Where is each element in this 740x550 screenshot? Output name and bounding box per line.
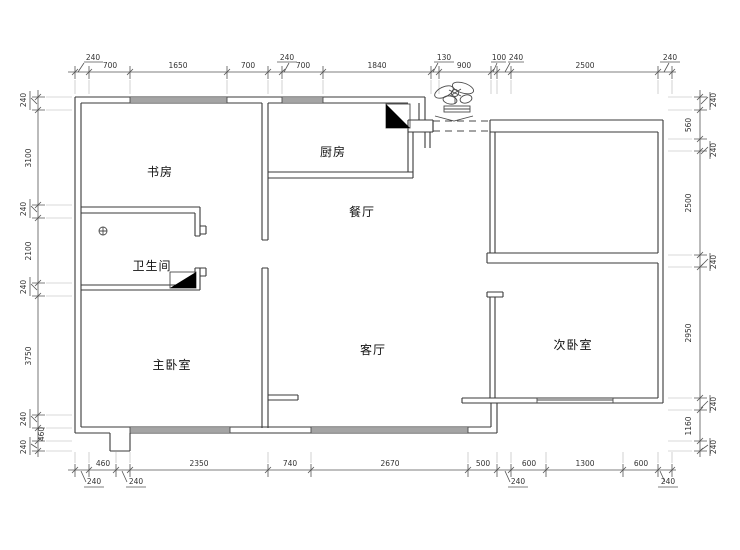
dimension-chain-top: 240 700 1650 700 240 700 1840 130 900 10… bbox=[68, 53, 680, 79]
dim-label: 240 bbox=[709, 93, 718, 108]
dim-label: 1160 bbox=[684, 416, 693, 435]
dim-label: 740 bbox=[283, 459, 298, 468]
dim-label: 240 bbox=[19, 412, 28, 427]
room-label-study: 书房 bbox=[147, 164, 173, 179]
dim-label: 240 bbox=[19, 93, 28, 108]
entry-plant-icon bbox=[434, 81, 475, 105]
dim-label: 240 bbox=[129, 477, 144, 486]
dim-label: 240 bbox=[87, 477, 102, 486]
room-label-bathroom: 卫生间 bbox=[132, 259, 171, 273]
dim-label: 130 bbox=[437, 53, 452, 62]
dim-label: 1840 bbox=[367, 61, 386, 70]
living-room-window bbox=[310, 427, 469, 433]
dim-label: 240 bbox=[280, 53, 295, 62]
kitchen-window bbox=[281, 97, 324, 103]
dim-label: 600 bbox=[522, 459, 537, 468]
room-label-master-bedroom: 主卧室 bbox=[152, 357, 191, 372]
room-label-dining: 餐厅 bbox=[349, 204, 375, 219]
bathroom-door-triangle-icon bbox=[169, 271, 197, 289]
entry-threshold bbox=[434, 105, 474, 122]
walls bbox=[74, 96, 664, 452]
dim-label: 100 bbox=[492, 53, 507, 62]
second-bedroom-window bbox=[536, 398, 614, 403]
dim-label: 900 bbox=[457, 61, 472, 70]
dim-label: 240 bbox=[509, 53, 524, 62]
windows bbox=[129, 97, 614, 433]
kitchen-door-triangle-icon bbox=[385, 103, 411, 129]
dim-label: 240 bbox=[709, 440, 718, 455]
dim-label: 600 bbox=[634, 459, 649, 468]
dim-label: 2500 bbox=[684, 193, 693, 212]
dim-label: 3750 bbox=[24, 346, 33, 365]
study-window bbox=[129, 97, 228, 103]
symbols bbox=[98, 81, 475, 289]
dim-label: 700 bbox=[241, 61, 256, 70]
floor-drain-icon bbox=[98, 226, 108, 236]
dim-label: 240 bbox=[709, 397, 718, 412]
dim-label: 2950 bbox=[684, 323, 693, 342]
dim-label: 240 bbox=[511, 477, 526, 486]
dim-label: 1300 bbox=[575, 459, 594, 468]
dim-label: 2350 bbox=[189, 459, 208, 468]
dimension-chain-right: 240 560 240 2500 240 2950 240 1160 240 bbox=[684, 90, 718, 457]
master-bedroom-window bbox=[129, 427, 231, 433]
dim-label: 3100 bbox=[24, 148, 33, 167]
dim-label: 240 bbox=[19, 202, 28, 217]
dim-label: 500 bbox=[476, 459, 491, 468]
dim-label: 240 bbox=[19, 440, 28, 455]
dim-label: 240 bbox=[709, 255, 718, 270]
dim-label: 700 bbox=[296, 61, 311, 70]
dim-label: 2500 bbox=[575, 61, 594, 70]
dim-label: 560 bbox=[684, 118, 693, 133]
dim-label: 240 bbox=[86, 53, 101, 62]
room-label-kitchen: 厨房 bbox=[320, 144, 346, 159]
dimension-chain-left: 240 3100 240 2100 240 3750 240 460 240 bbox=[19, 90, 46, 457]
dim-label: 460 bbox=[37, 427, 46, 442]
dim-label: 240 bbox=[709, 143, 718, 158]
room-label-living-room: 客厅 bbox=[360, 342, 386, 357]
dim-label: 240 bbox=[19, 280, 28, 295]
dimension-chain-bottom: 240 460 240 2350 740 2670 500 240 600 13… bbox=[68, 459, 678, 488]
dim-label: 2670 bbox=[380, 459, 399, 468]
room-label-second-bedroom: 次卧室 bbox=[553, 337, 592, 352]
witness-lines bbox=[46, 80, 692, 463]
dim-label: 1650 bbox=[168, 61, 187, 70]
dim-label: 460 bbox=[96, 459, 111, 468]
dim-label: 240 bbox=[663, 53, 678, 62]
room-labels: 书房 厨房 餐厅 卫生间 主卧室 客厅 次卧室 bbox=[132, 144, 592, 372]
dim-label: 2100 bbox=[24, 241, 33, 260]
dim-label: 700 bbox=[103, 61, 118, 70]
dim-label: 240 bbox=[661, 477, 676, 486]
